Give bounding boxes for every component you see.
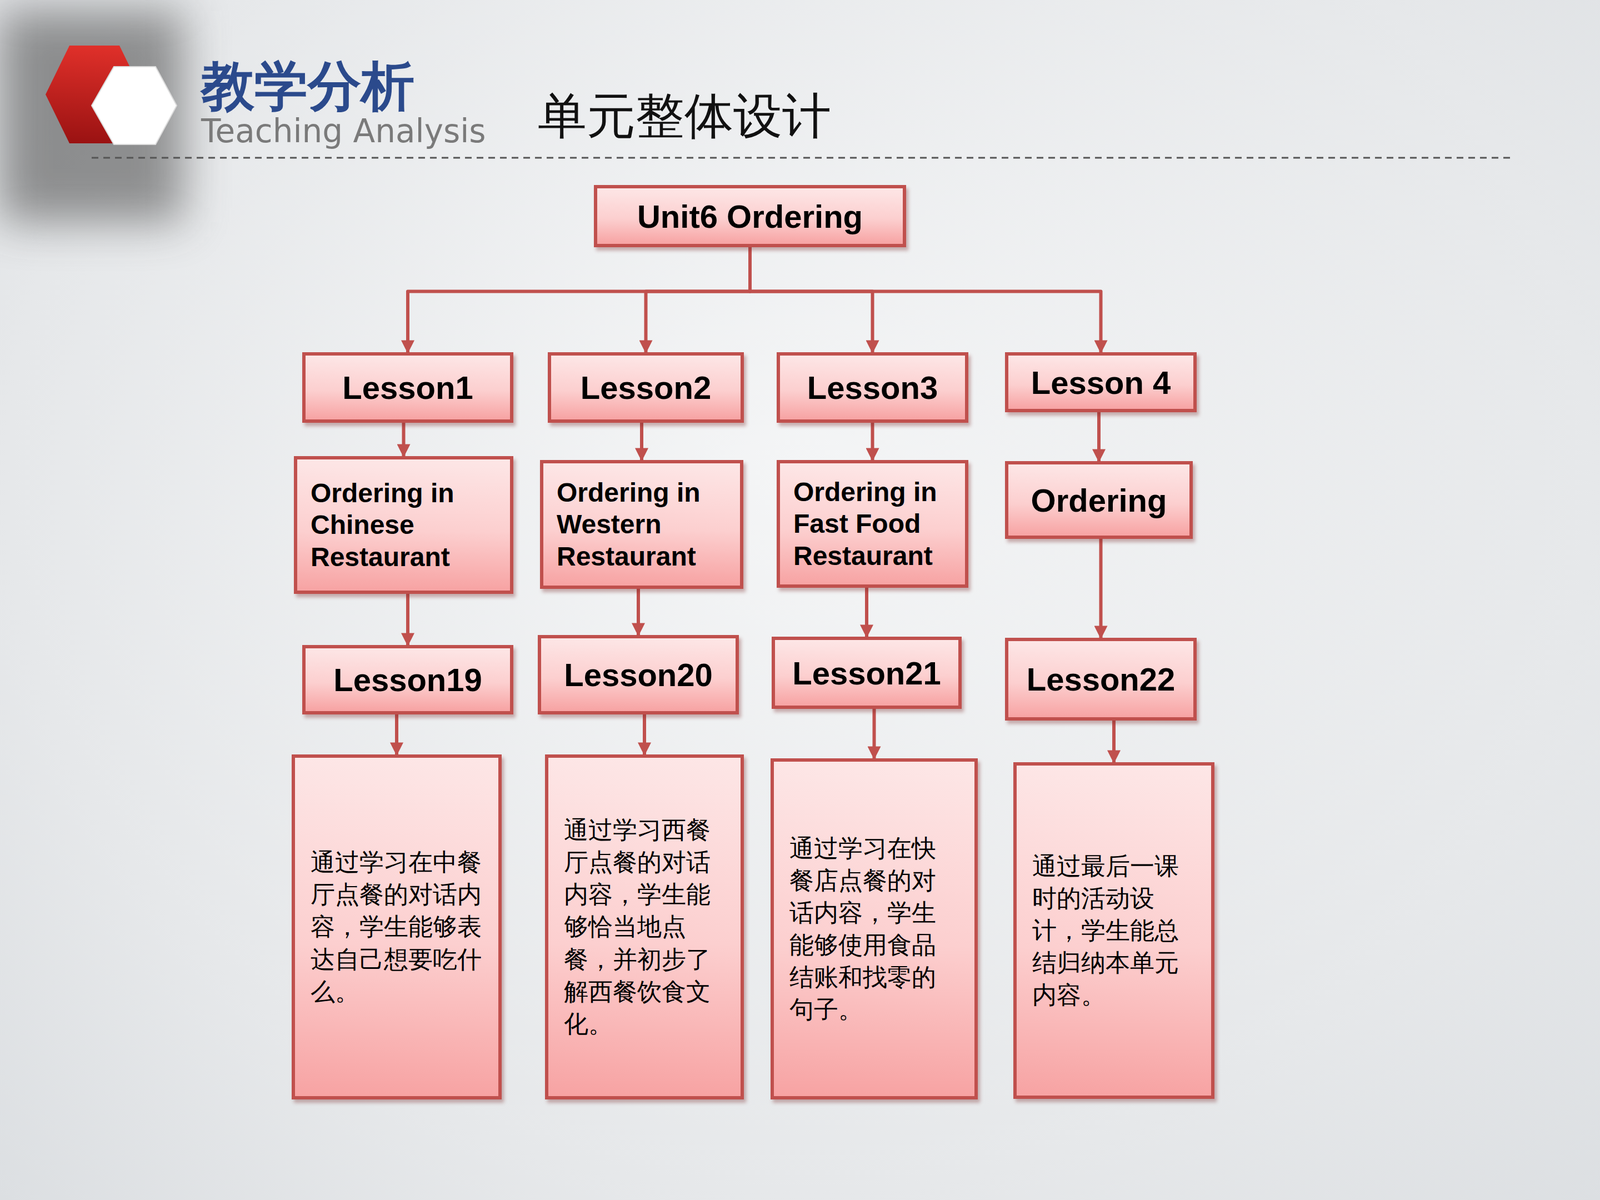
objective-box: 通过学习在快餐店点餐的对话内容，学生能够使用食品结账和找零的句子。 [770, 758, 978, 1100]
connector-arrow [1097, 412, 1101, 462]
connector-arrow [872, 708, 877, 759]
box-label: Lesson1 [342, 368, 473, 407]
objective-text: 通过学习在中餐厅点餐的对话内容，学生能够表达自己想要吃什么。 [310, 846, 483, 1008]
objective-text: 通过最后一课时的活动设计，学生能总结归纳本单元内容。 [1032, 850, 1196, 1012]
connector-arrow [406, 593, 410, 645]
connector-arrow [1112, 720, 1116, 763]
title-box: Lesson2 [547, 352, 744, 423]
connector-arrow [750, 247, 1102, 353]
topic-box: Ordering in Western Restaurant [540, 460, 744, 589]
objective-box: 通过学习在中餐厅点餐的对话内容，学生能够表达自己想要吃什么。 [291, 754, 502, 1100]
box-label: Lesson20 [563, 656, 713, 694]
title-box: Lesson3 [776, 352, 969, 423]
objective-text: 通过学习在快餐店点餐的对话内容，学生能够使用食品结账和找零的句子。 [789, 832, 959, 1026]
connector-arrow [646, 247, 751, 353]
connector-arrow [636, 588, 640, 635]
box-label: Lesson21 [792, 654, 942, 692]
box-label: Ordering [1031, 481, 1168, 519]
box-label: Lesson 4 [1031, 363, 1171, 402]
topic-box: Ordering in Chinese Restaurant [293, 456, 514, 594]
box-label: Ordering in Fast Food Restaurant [793, 476, 952, 573]
title-box: Lesson20 [537, 635, 739, 715]
connector-arrow [1099, 538, 1103, 638]
connector-arrow [865, 587, 869, 637]
white-hexagon [91, 66, 177, 145]
box-label: Lesson2 [580, 368, 712, 407]
box-label: Unit6 Ordering [637, 197, 863, 235]
section-subheading: Teaching Analysis [201, 112, 487, 150]
box-label: Lesson19 [333, 661, 483, 699]
connector-arrow [407, 247, 750, 353]
title-box: Lesson21 [771, 636, 962, 709]
box-label: Ordering in Western Restaurant [556, 476, 727, 573]
slide-title: 单元整体设计 [537, 83, 832, 150]
connector-arrow [750, 247, 873, 353]
title-box: Unit6 Ordering [593, 185, 907, 248]
connector-arrow [871, 422, 875, 460]
title-box: Ordering [1005, 461, 1193, 539]
header-shadow [0, 11, 184, 223]
objective-box: 通过学习西餐厅点餐的对话内容，学生能够恰当地点餐，并初步了解西餐饮食文化。 [545, 754, 744, 1100]
connector-arrow [395, 714, 399, 755]
title-box: Lesson22 [1005, 637, 1197, 721]
connector-arrow [642, 714, 647, 755]
connector-arrow [640, 422, 644, 460]
title-box: Lesson 4 [1005, 352, 1197, 413]
objective-box: 通过最后一课时的活动设计，学生能总结归纳本单元内容。 [1013, 762, 1215, 1099]
objective-text: 通过学习西餐厅点餐的对话内容，学生能够恰当地点餐，并初步了解西餐饮食文化。 [563, 813, 725, 1040]
box-label: Lesson3 [807, 368, 938, 407]
topic-box: Ordering in Fast Food Restaurant [776, 460, 969, 588]
box-label: Ordering in Chinese Restaurant [310, 477, 497, 574]
dashed-rule [91, 157, 1511, 159]
title-box: Lesson19 [302, 645, 514, 715]
connector-arrow [402, 422, 406, 457]
title-box: Lesson1 [302, 352, 514, 423]
box-label: Lesson22 [1026, 660, 1176, 698]
